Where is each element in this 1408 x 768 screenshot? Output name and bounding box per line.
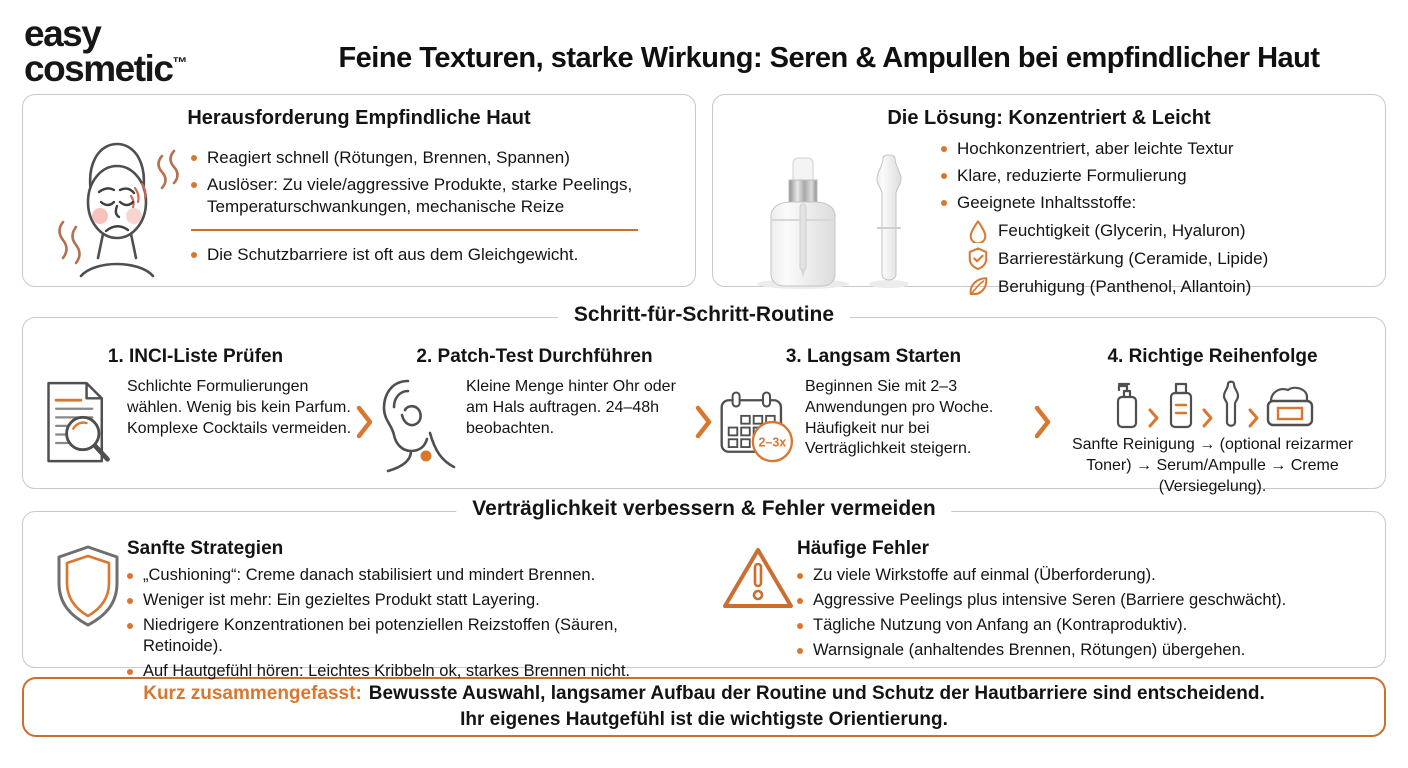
mistake-bullet: Aggressive Peelings plus intensive Seren… bbox=[797, 590, 1286, 611]
cleanser-pump-icon bbox=[1116, 382, 1137, 429]
bullet-dot bbox=[797, 598, 803, 605]
challenge-divider bbox=[191, 229, 639, 232]
mistake-bullet: Zu viele Wirkstoffe auf einmal (Überford… bbox=[797, 565, 1286, 586]
mistakes-heading: Häufige Fehler bbox=[797, 538, 929, 559]
step-arrow-icon bbox=[352, 404, 378, 440]
step-1-heading: 1. INCI-Liste Prüfen bbox=[107, 346, 284, 367]
document-magnifier-icon bbox=[47, 381, 110, 463]
challenge-bullet: Reagiert schnell (Rötungen, Brennen, Spa… bbox=[191, 147, 677, 169]
solution-bullet: Geeignete Inhaltsstoffe: bbox=[941, 192, 1367, 214]
page-title: Feine Texturen, starke Wirkung: Seren & … bbox=[338, 41, 1320, 74]
step-2-text: Kleine Menge hinter Ohr oder am Hals auf… bbox=[466, 378, 676, 437]
bullet-dot bbox=[127, 669, 133, 676]
step-1-text: Schlichte Formulierungen wählen. Wenig b… bbox=[127, 378, 352, 437]
strategies-heading: Sanfte Strategien bbox=[127, 538, 284, 559]
challenge-bullet: Auslöser: Zu viele/aggressive Produkte, … bbox=[191, 174, 677, 218]
challenge-card: Herausforderung Empfindliche Haut bbox=[22, 94, 696, 287]
step-arrow-icon bbox=[691, 404, 717, 440]
bullet-dot bbox=[797, 573, 803, 579]
mistake-bullet: Warnsignale (anhaltendes Brennen, Rötung… bbox=[797, 640, 1286, 661]
step-2-heading: 2. Patch-Test Durchführen bbox=[416, 346, 653, 367]
step-2: 2. Patch-Test Durchführen Kleine Menge h… bbox=[378, 346, 691, 473]
trademark-symbol: ™ bbox=[172, 54, 188, 72]
toner-bottle-icon bbox=[1169, 382, 1192, 429]
mistakes-column: Häufige Fehler Zu viele Wirkstoffe auf e… bbox=[719, 538, 1359, 659]
routine-section: Schritt-für-Schritt-Routine 1. INCI-List… bbox=[22, 303, 1386, 495]
bullet-dot bbox=[127, 623, 133, 630]
ampoule-icon bbox=[1222, 380, 1239, 427]
solution-bullet: Klare, reduzierte Formulierung bbox=[941, 165, 1367, 187]
step-3-heading: 3. Langsam Starten bbox=[785, 346, 962, 367]
mini-chevron-icon bbox=[1248, 408, 1258, 428]
shield-check-icon bbox=[968, 247, 988, 271]
step-4-heading: 4. Richtige Reihenfolge bbox=[1107, 346, 1318, 367]
bullet-dot bbox=[797, 648, 803, 655]
bullet-dot bbox=[191, 155, 197, 161]
leaf-icon bbox=[969, 277, 988, 296]
solution-bullet: Hochkonzentriert, aber leichte Textur bbox=[941, 138, 1367, 160]
shield-icon bbox=[49, 544, 127, 628]
summary-bar: Kurz zusammengefasst:Bewusste Auswahl, l… bbox=[22, 677, 1386, 737]
ear-icon bbox=[382, 379, 456, 473]
brand-logo: easy cosmetic™ bbox=[24, 12, 274, 89]
step-4: 4. Richtige Reihenfolge bbox=[1056, 346, 1369, 497]
summary-line1: Kurz zusammengefasst:Bewusste Auswahl, l… bbox=[143, 683, 1265, 705]
mistake-bullet: Tägliche Nutzung von Anfang an (Kontrapr… bbox=[797, 615, 1286, 636]
brand-line2: cosmetic™ bbox=[24, 48, 188, 89]
strategy-bullet: Weniger ist mehr: Ein gezieltes Produkt … bbox=[127, 590, 689, 611]
strategy-bullet: „Cushioning“: Creme danach stabilisiert … bbox=[127, 565, 689, 586]
mini-chevron-icon bbox=[1148, 408, 1158, 428]
top-row: Herausforderung Empfindliche Haut bbox=[22, 94, 1386, 296]
calendar-icon: 2–3x bbox=[720, 391, 794, 463]
step-1: 1. INCI-Liste Prüfen bbox=[39, 346, 352, 471]
bullet-dot bbox=[127, 598, 133, 605]
summary-line2: Ihr eigenes Hautgefühl ist die wichtigst… bbox=[460, 709, 948, 730]
solution-card: Die Lösung: Konzentriert & Leicht bbox=[712, 94, 1386, 296]
step-3: 3. Langsam Starten 2–3x Beginnen Sie mit… bbox=[717, 346, 1030, 475]
bullet-dot bbox=[941, 199, 947, 206]
bullet-dot bbox=[797, 623, 803, 630]
strategy-bullet: Niedrigere Konzentrationen bei potenziel… bbox=[127, 615, 689, 657]
ingredient-row: Feuchtigkeit (Glycerin, Hyaluron) bbox=[967, 218, 1367, 244]
serum-bottle-ampoule-image bbox=[731, 150, 941, 290]
solution-card-title: Die Lösung: Konzentriert & Leicht bbox=[887, 107, 1211, 129]
product-sequence-icons bbox=[1056, 377, 1369, 429]
step-arrow-icon bbox=[1030, 404, 1056, 440]
summary-label: Kurz zusammengefasst: bbox=[143, 683, 362, 705]
header: easy cosmetic™ Feine Texturen, starke Wi… bbox=[0, 0, 1408, 92]
tolerance-section-title: Verträglichkeit verbessern & Fehler verm… bbox=[456, 497, 952, 521]
warning-triangle-icon bbox=[719, 544, 797, 614]
tolerance-section: Verträglichkeit verbessern & Fehler verm… bbox=[22, 497, 1386, 680]
challenge-card-title: Herausforderung Empfindliche Haut bbox=[187, 107, 531, 129]
bullet-dot bbox=[941, 146, 947, 152]
droplet-icon bbox=[969, 220, 987, 244]
irritated-face-icon bbox=[41, 138, 191, 280]
strategies-column: Sanfte Strategien „Cushioning“: Creme da… bbox=[49, 538, 689, 680]
bullet-dot bbox=[941, 172, 947, 179]
strategy-bullet: Auf Hautgefühl hören: Leichtes Kribbeln … bbox=[127, 661, 689, 682]
calendar-badge: 2–3x bbox=[759, 435, 787, 449]
brand-line1: easy bbox=[24, 12, 102, 54]
mini-chevron-icon bbox=[1202, 408, 1212, 428]
challenge-highlight: Die Schutzbarriere ist oft aus dem Gleic… bbox=[191, 244, 677, 266]
bullet-dot bbox=[127, 573, 133, 579]
routine-section-title: Schritt-für-Schritt-Routine bbox=[557, 303, 851, 327]
step-4-text: Sanfte Reinigung → (optional reizarmer T… bbox=[1071, 436, 1354, 495]
ingredient-row: Beruhigung (Panthenol, Allantoin) bbox=[967, 274, 1367, 299]
step-3-text: Beginnen Sie mit 2–3 Anwendungen pro Woc… bbox=[805, 378, 994, 458]
bullet-dot bbox=[191, 252, 197, 259]
ingredient-row: Barrierestärkung (Ceramide, Lipide) bbox=[967, 246, 1367, 271]
bullet-dot bbox=[191, 181, 197, 188]
cream-jar-icon bbox=[1266, 386, 1313, 427]
